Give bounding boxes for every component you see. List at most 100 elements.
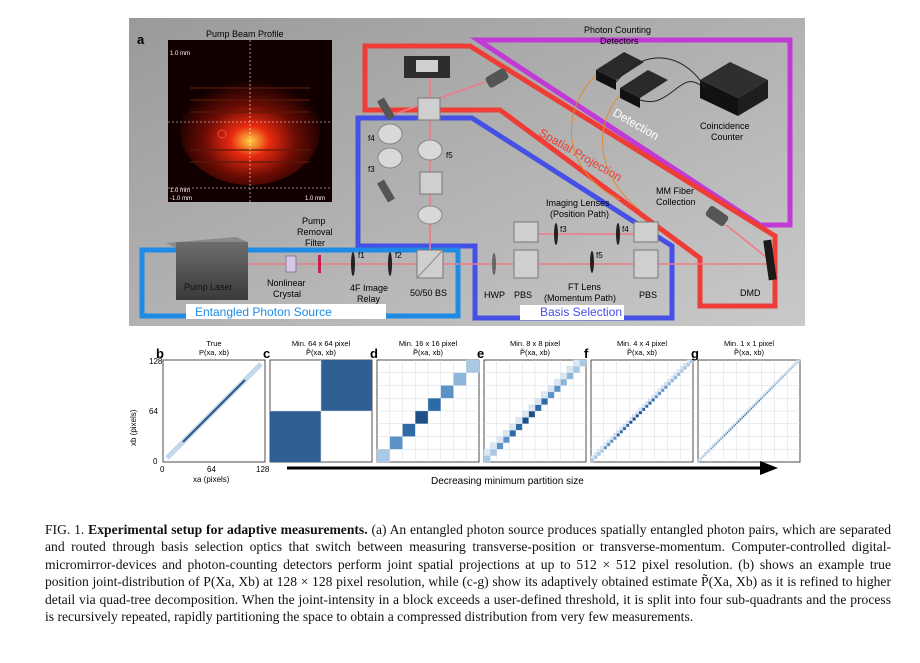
momentum-path-label: (Momentum Path): [544, 293, 616, 303]
partition-block: [635, 414, 639, 418]
partition-block: [657, 391, 662, 396]
f3-upper-label: f3: [368, 165, 375, 174]
panel-letter: c: [263, 346, 270, 361]
partition-block: [625, 420, 630, 424]
f4-basis-label: f4: [622, 225, 629, 234]
x-tick-128: 128: [256, 465, 270, 474]
partition-block: [622, 426, 627, 431]
pump-laser-label: Pump Laser: [184, 282, 233, 292]
partition-block: [772, 383, 775, 386]
partition-block: [686, 359, 690, 364]
partition-block: [775, 382, 778, 385]
x-tick-0: 0: [160, 465, 165, 474]
partition-block: [713, 442, 716, 445]
partition-block: [774, 383, 777, 386]
partition-block: [600, 445, 604, 450]
region-source: Entangled Photon Source: [139, 247, 461, 319]
partition-block: [710, 447, 713, 450]
f5-basis-label: f5: [596, 251, 603, 260]
partition-block: [566, 372, 574, 380]
crystal-label-2: Crystal: [273, 289, 301, 299]
partition-block: [744, 414, 746, 416]
partition-block: [541, 398, 548, 405]
partition-block: [740, 415, 743, 418]
partition-block: [731, 426, 734, 429]
partition-block: [651, 394, 655, 399]
beam-tick-left-lower: -1.0 mm: [170, 196, 192, 202]
partition-block: [579, 359, 587, 367]
partition-block: [772, 385, 775, 388]
partition-block: [739, 418, 742, 421]
partition-block: [528, 404, 536, 412]
partition-block: [758, 399, 761, 402]
partition-block: [715, 442, 718, 445]
panel-letter: g: [691, 346, 699, 361]
partition-block: [744, 412, 746, 415]
partition-block: [515, 423, 523, 431]
hwp-label: HWP: [484, 290, 505, 300]
partition-block: [664, 385, 668, 389]
partition-block: [541, 391, 548, 399]
partition-block: [415, 410, 429, 424]
y-tick-0: 0: [153, 457, 158, 466]
partition-block: [767, 388, 770, 391]
partition-block: [560, 372, 568, 380]
partition-block: [720, 436, 723, 439]
x-axis-label: xa (pixels): [193, 475, 230, 484]
partition-block: [660, 385, 665, 389]
panel-subtitle: P̃(xa, xb): [520, 348, 551, 357]
imaging-lenses-label: Imaging Lenses: [546, 198, 610, 208]
panel-subtitle: P̃(xa, xb): [306, 348, 337, 357]
bs-label: 50/50 BS: [410, 288, 447, 298]
partition-block: [726, 431, 729, 434]
ft-lens-label: FT Lens: [568, 282, 601, 292]
region-source-label: Entangled Photon Source: [195, 305, 332, 319]
partition-block: [705, 452, 708, 455]
partition-block: [710, 445, 713, 448]
partition-block: [702, 455, 705, 458]
panel-title: Min. 16 x 16 pixel: [399, 339, 458, 348]
partition-block: [752, 406, 754, 408]
partition-block: [664, 382, 668, 386]
partition-block: [718, 439, 721, 442]
f3-basis-label: f3: [560, 225, 567, 234]
partition-block: [758, 398, 761, 400]
partition-block: [553, 378, 561, 386]
partition-block: [648, 401, 652, 405]
f5-upper-label: f5: [446, 151, 453, 160]
partition-block: [780, 375, 783, 378]
partition-block: [704, 452, 707, 455]
y-axis-label: xb (pixels): [129, 409, 138, 446]
partition-block: [716, 441, 719, 444]
partition-block: [613, 433, 617, 437]
partition-block: [742, 414, 745, 416]
partition-block: [702, 453, 705, 456]
partition-block: [761, 394, 764, 397]
partition-block: [761, 396, 764, 399]
partition-block: [779, 378, 782, 381]
partition-block: [750, 407, 753, 410]
partition-block: [771, 385, 774, 388]
partition-block: [793, 364, 796, 367]
partition-block: [713, 444, 716, 447]
panel-title: Min. 8 x 8 pixel: [510, 339, 560, 348]
partition-block: [566, 366, 574, 373]
caption-bold: Experimental setup for adaptive measurem…: [88, 522, 368, 537]
partition-block: [724, 431, 727, 434]
partition-block: [683, 363, 687, 367]
partition-block: [788, 367, 791, 370]
partition-block: [732, 425, 735, 428]
partition-block: [613, 436, 617, 440]
partition-block: [534, 404, 542, 412]
partition-block: [769, 386, 772, 389]
pump-laser: Pump Laser: [166, 237, 248, 300]
partition-block: [389, 436, 403, 450]
partition-block: [740, 417, 743, 420]
pump-beam-profile: Pump Beam Profile 1.0 mm 1.0 mm -1.0 mm …: [168, 29, 332, 202]
partition-block: [747, 410, 750, 413]
panel-letter: b: [156, 346, 164, 361]
partition-block: [651, 398, 655, 402]
beam-profile-title: Pump Beam Profile: [206, 29, 284, 39]
